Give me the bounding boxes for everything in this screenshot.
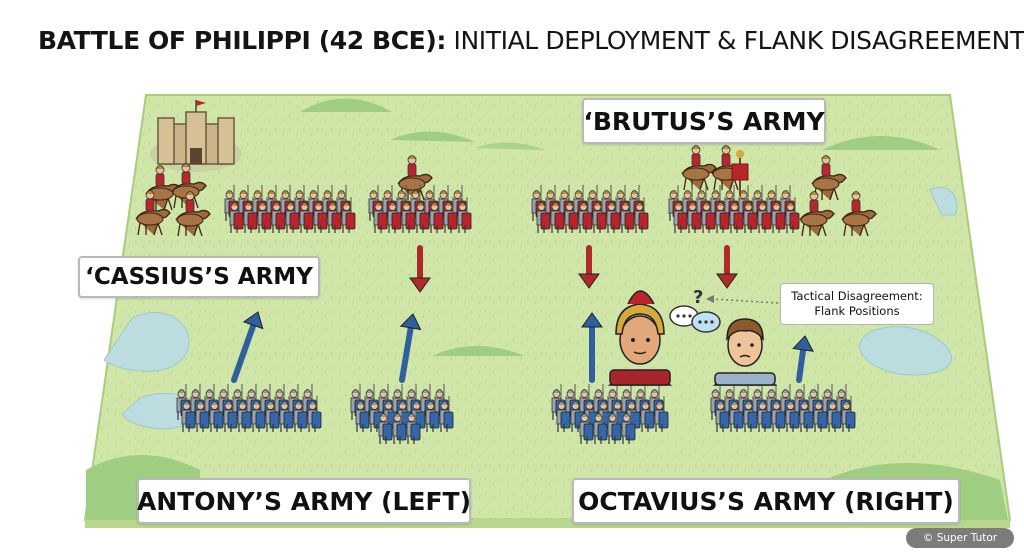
callout-line-1: Tactical Disagreement:	[791, 289, 923, 303]
fortress-icon	[150, 100, 242, 172]
octavius-infantry-block	[551, 384, 669, 444]
page-title: BATTLE OF PHILIPPI (42 BCE): INITIAL DEP…	[38, 26, 1024, 70]
advance-arrow-red	[409, 245, 431, 293]
antony-army-label: ANTONY’S ARMY (LEFT)	[137, 478, 471, 524]
title-bold: BATTLE OF PHILIPPI (42 BCE):	[38, 26, 446, 55]
brutus-infantry-block	[531, 185, 649, 233]
speech-bubble-icon	[691, 311, 721, 333]
octavius-infantry-block	[710, 384, 856, 432]
ground-front-edge	[85, 518, 1010, 528]
brutus-army-label: ‘BRUTUS’S ARMY	[582, 98, 826, 144]
question-mark: ?	[693, 287, 703, 308]
tactical-disagreement-callout: Tactical Disagreement: Flank Positions	[780, 283, 934, 325]
advance-arrow-blue	[792, 335, 814, 383]
cassius-army-label: ‘CASSIUS’S ARMY	[78, 256, 320, 298]
cavalry-icon	[841, 191, 877, 237]
hill	[300, 98, 392, 112]
river	[103, 312, 190, 372]
title-rest: INITIAL DEPLOYMENT & FLANK DISAGREEMENT	[445, 26, 1024, 55]
advance-arrow-blue	[399, 313, 422, 383]
hill	[390, 131, 475, 142]
advance-arrow-red	[716, 245, 738, 289]
cassius-infantry-block	[368, 185, 472, 233]
river	[929, 187, 958, 216]
callout-pointer	[711, 298, 779, 304]
cavalry-icon	[135, 190, 171, 236]
cavalry-icon	[175, 191, 211, 237]
brutus-infantry-block	[668, 185, 800, 233]
hill	[822, 136, 940, 150]
callout-pointer-head	[706, 295, 714, 303]
cassius-infantry-block	[224, 185, 356, 233]
watermark-badge: © Super Tutor	[906, 528, 1014, 548]
callout-line-2: Flank Positions	[814, 304, 900, 318]
octavius-army-label: OCTAVIUS’S ARMY (RIGHT)	[572, 478, 960, 524]
river	[859, 326, 953, 376]
hill	[432, 346, 525, 356]
standard-bearer-icon	[731, 150, 749, 196]
hill	[475, 142, 545, 150]
roman-general-icon	[607, 290, 673, 386]
antony-infantry-block	[350, 384, 454, 444]
young-man-icon	[712, 318, 778, 386]
antony-infantry-block	[176, 384, 322, 432]
cavalry-icon	[799, 191, 835, 237]
cavalry-icon	[681, 145, 717, 191]
advance-arrow-red	[578, 245, 600, 289]
advance-arrow-blue	[581, 312, 603, 383]
advance-arrow-blue	[231, 311, 264, 383]
